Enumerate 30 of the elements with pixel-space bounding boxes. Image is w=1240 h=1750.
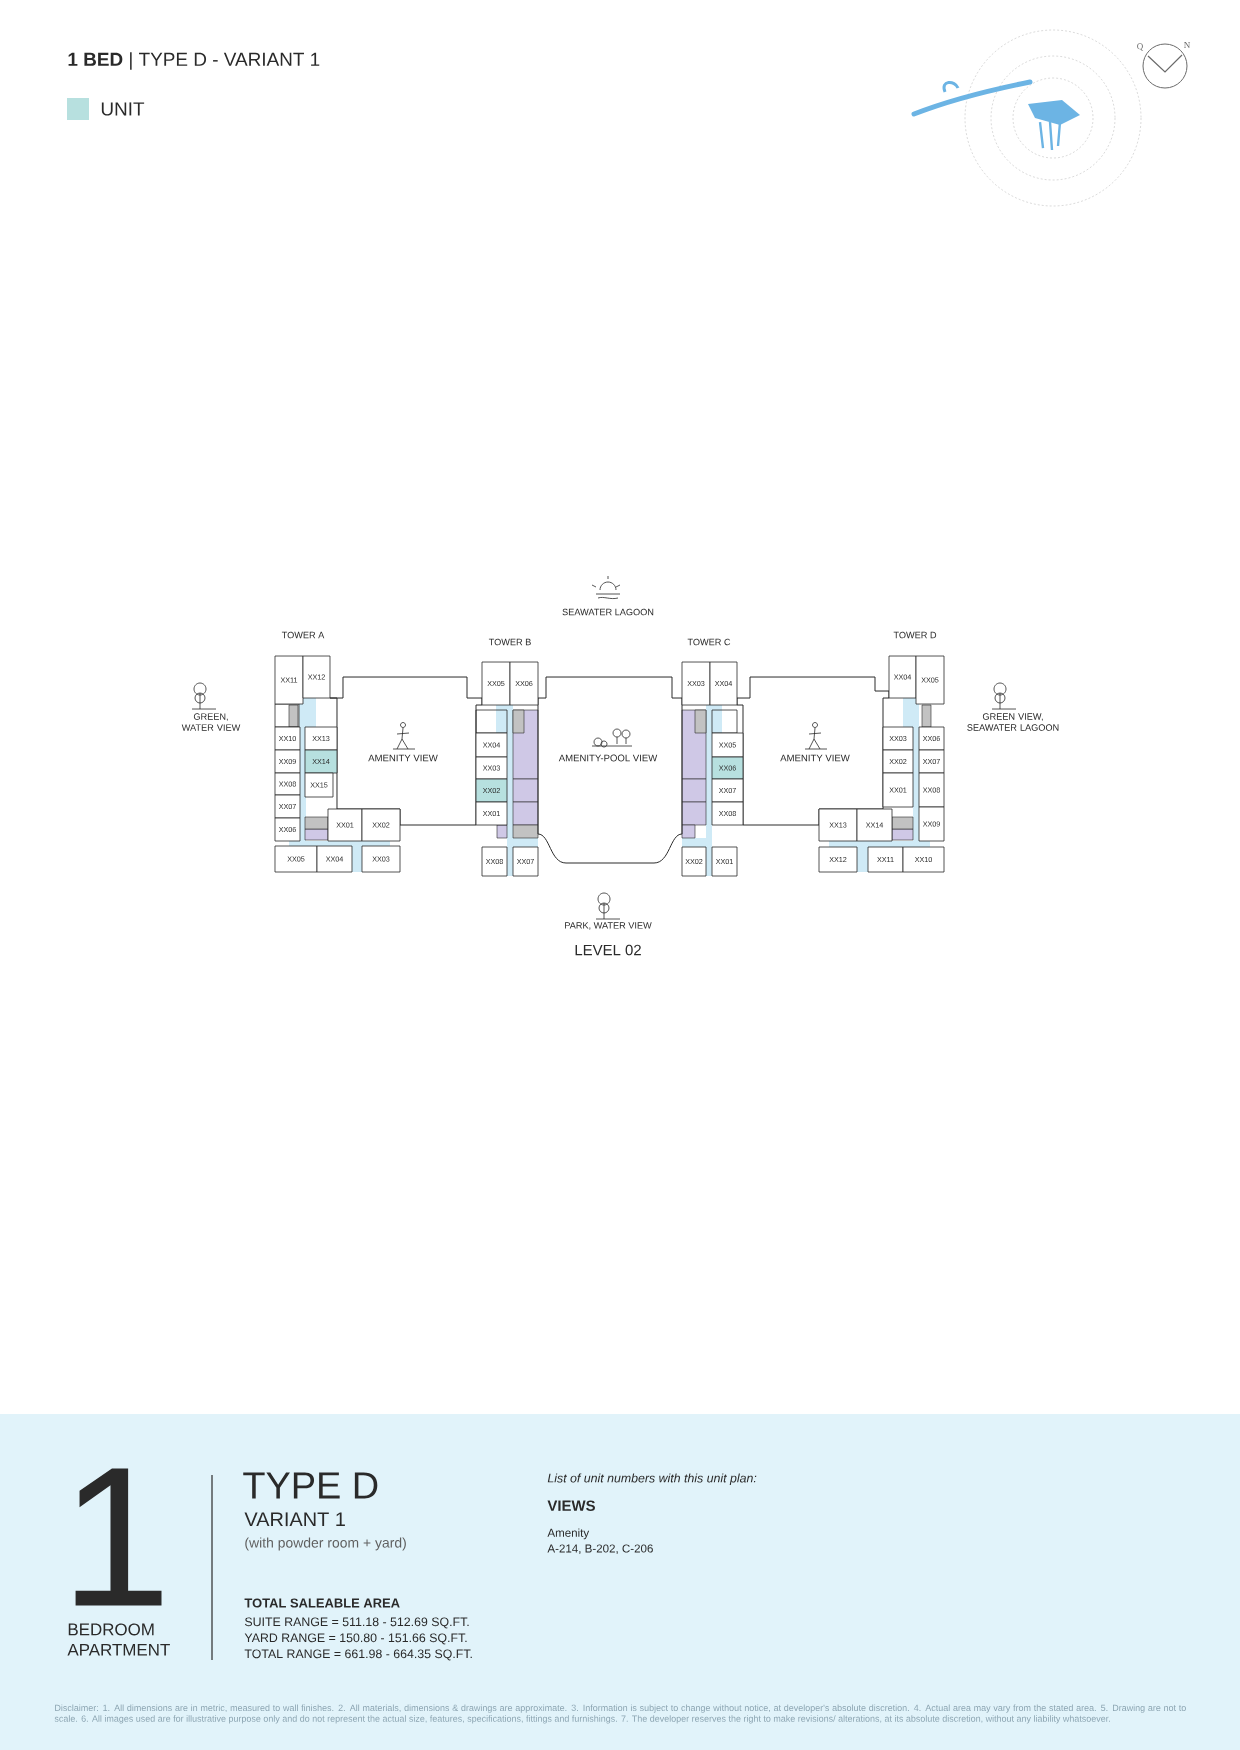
disclaimer: Disclaimer: 1. All dimensions are in metric, measured to wall finishes. 2. All materials, dimensions & drawings are approximate. 3. Information is subject to change without notice, at developer's absolute discretion. 4. Actual area may vary from the stated area. 5. Drawing are not to scale. 6. All images used are for illustrative purpose only and do not represent the actual size, features, specifications, fittings and furnishings. 7. The developer reserves the right to make revisions/ alterations, at its absolute discretion, without any liability whatsoever. (54, 1704, 1186, 1724)
view-label: SEAWATER LAGOON (562, 608, 654, 616)
feature-note: (with powder room + yard) (245, 1537, 406, 1551)
area-range: SUITE RANGE = 511.18 - 512.69 SQ.FT. (244, 1617, 469, 1629)
view-type: Amenity (547, 1528, 590, 1540)
views-heading: VIEWS (547, 1500, 595, 1511)
bedroom-count: 1 (75, 1468, 162, 1606)
tower-label: TOWER D (893, 631, 937, 639)
compass-letter: Q (1137, 43, 1144, 51)
view-label: AMENITY-POOL VIEW (558, 754, 658, 762)
area-range: YARD RANGE = 150.80 - 151.66 SQ.FT. (244, 1633, 467, 1645)
tower-label: TOWER C (687, 638, 731, 646)
tower-label: TOWER A (281, 631, 325, 639)
unit-numbers: A-214, B-202, C-206 (547, 1544, 653, 1554)
unit-type-label: BEDROOM APARTMENT (67, 1623, 170, 1656)
level-label: LEVEL 02 (575, 944, 641, 956)
view-label: GREEN VIEW, SEAWATER LAGOON (967, 713, 1059, 731)
title: 1 BED | TYPE D - VARIANT 1 (68, 52, 320, 70)
list-intro: List of unit numbers with this unit plan: (547, 1473, 757, 1485)
area-heading: TOTAL SALEABLE AREA (244, 1598, 400, 1608)
legend-label: UNIT (101, 102, 145, 116)
type-heading: TYPE D (243, 1472, 378, 1499)
compass-letter: N (1184, 42, 1191, 48)
view-label: AMENITY VIEW (780, 754, 850, 762)
tower-label: TOWER B (488, 638, 531, 646)
view-label: GREEN, WATER VIEW (181, 713, 241, 731)
view-label: PARK, WATER VIEW (565, 922, 652, 930)
view-label: AMENITY VIEW (368, 754, 438, 762)
variant-label: VARIANT 1 (244, 1512, 345, 1527)
area-range: TOTAL RANGE = 661.98 - 664.35 SQ.FT. (244, 1649, 472, 1661)
